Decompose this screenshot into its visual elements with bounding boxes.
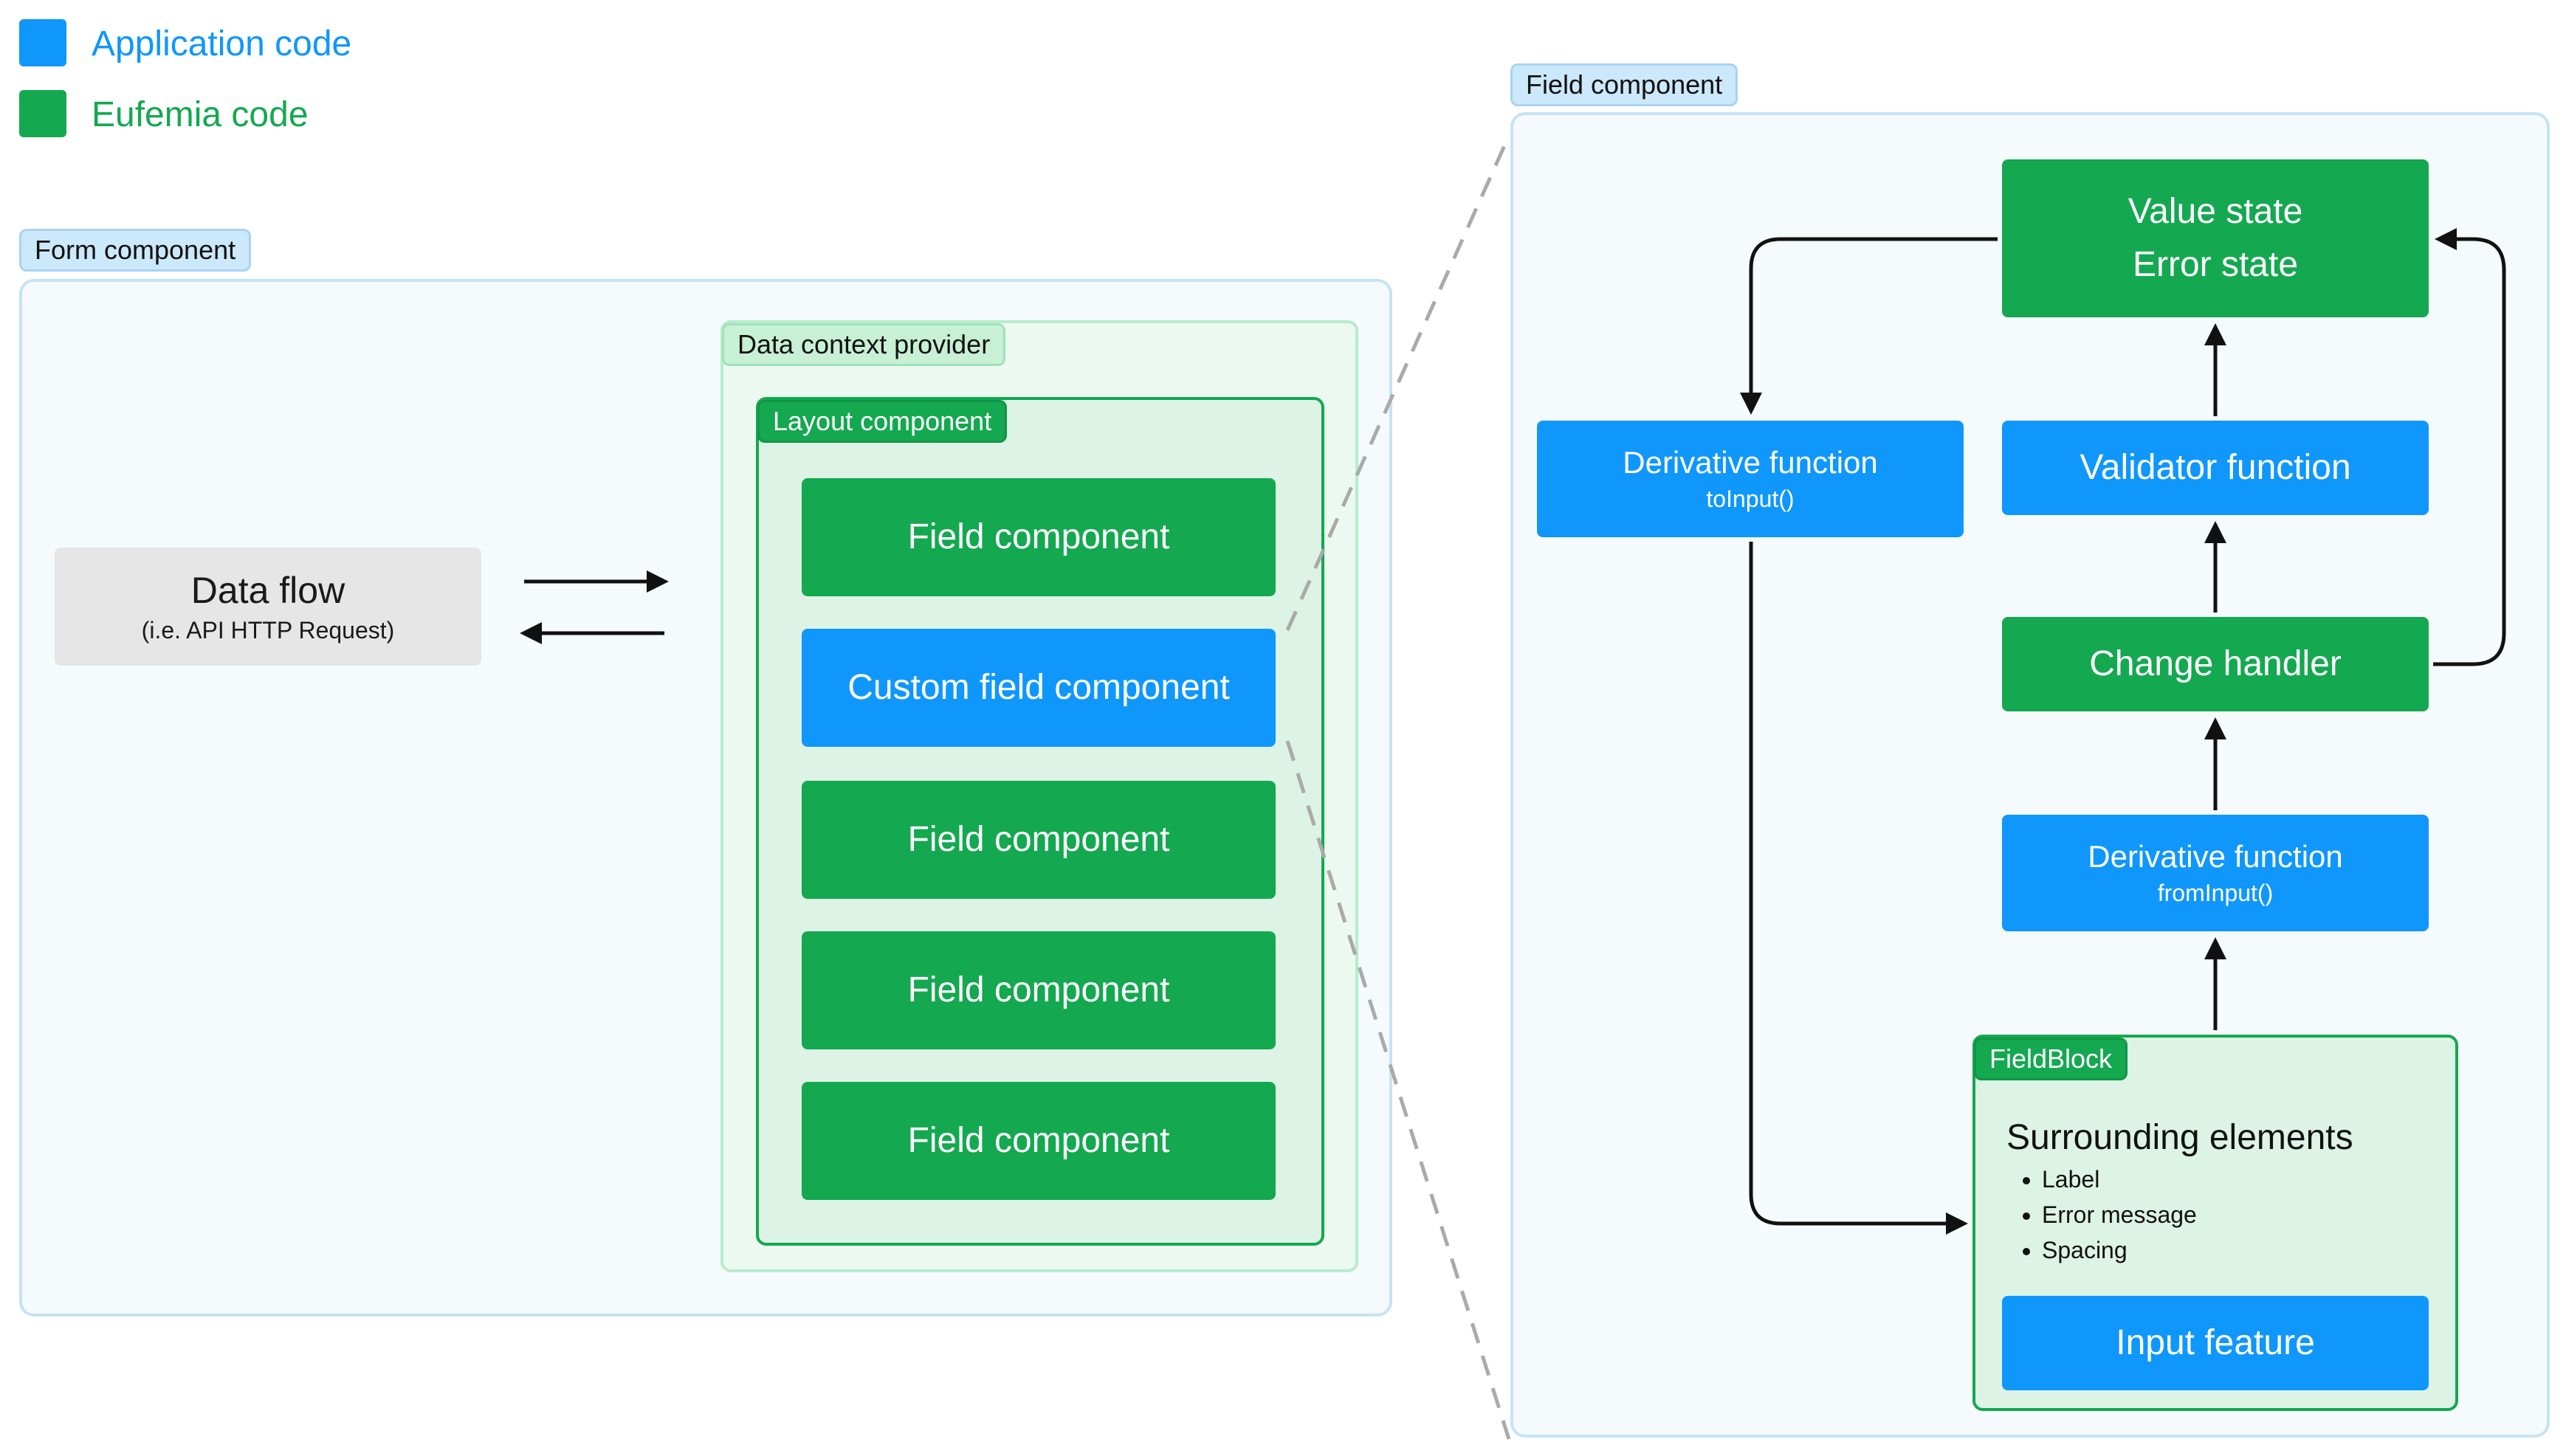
layout-component-tag: Layout component xyxy=(757,400,1008,443)
surrounding-elements-title: Surrounding elements xyxy=(2006,1118,2353,1157)
legend-swatch-application xyxy=(19,19,66,66)
derivative-from-input-title: Derivative function xyxy=(2088,839,2343,874)
derivative-from-input-fn: fromInput() xyxy=(2157,880,2274,906)
field-component-2: Field component xyxy=(802,781,1276,899)
surrounding-item-error-message: Error message xyxy=(2042,1197,2197,1232)
arrow-value-state-to-to-input xyxy=(1740,237,1998,415)
legend-label-application: Application code xyxy=(92,24,352,63)
derivative-to-input-title: Derivative function xyxy=(1623,445,1878,480)
custom-field-component: Custom field component xyxy=(802,629,1276,747)
validator-function-box: Validator function xyxy=(2002,421,2429,515)
field-component-3: Field component xyxy=(802,931,1276,1049)
data-flow-subtitle: (i.e. API HTTP Request) xyxy=(141,617,395,644)
data-flow-title: Data flow xyxy=(190,570,345,611)
derivative-to-input-fn: toInput() xyxy=(1706,486,1795,512)
data-flow-box: Data flow (i.e. API HTTP Request) xyxy=(55,548,481,666)
surrounding-item-spacing: Spacing xyxy=(2042,1232,2197,1268)
legend-swatch-eufemia xyxy=(19,90,66,137)
change-handler-box: Change handler xyxy=(2002,617,2429,711)
legend-label-eufemia: Eufemia code xyxy=(92,95,309,134)
data-context-provider-tag: Data context provider xyxy=(722,323,1006,366)
arrow-change-handler-to-value-state xyxy=(2433,228,2506,666)
field-component-1: Field component xyxy=(802,478,1276,596)
form-component-tag: Form component xyxy=(19,229,252,272)
derivative-from-input-box: Derivative function fromInput() xyxy=(2002,815,2429,931)
derivative-to-input-box: Derivative function toInput() xyxy=(1537,421,1964,537)
input-feature-box: Input feature xyxy=(2002,1296,2429,1390)
value-state-label: Value state xyxy=(2128,192,2303,231)
arrow-to-input-to-fieldblock xyxy=(1749,542,1968,1235)
fieldblock-tag: FieldBlock xyxy=(1974,1038,2128,1080)
surrounding-item-label: Label xyxy=(2042,1162,2197,1197)
field-component-detail-tag: Field component xyxy=(1510,63,1738,106)
value-state-box: Value state Error state xyxy=(2002,159,2429,317)
error-state-label: Error state xyxy=(2132,245,2299,284)
zoom-line-bottom xyxy=(1285,740,1511,1440)
surrounding-elements-list: Label Error message Spacing xyxy=(2008,1162,2197,1268)
field-component-4: Field component xyxy=(802,1082,1276,1200)
zoom-line-top xyxy=(1285,134,1511,632)
